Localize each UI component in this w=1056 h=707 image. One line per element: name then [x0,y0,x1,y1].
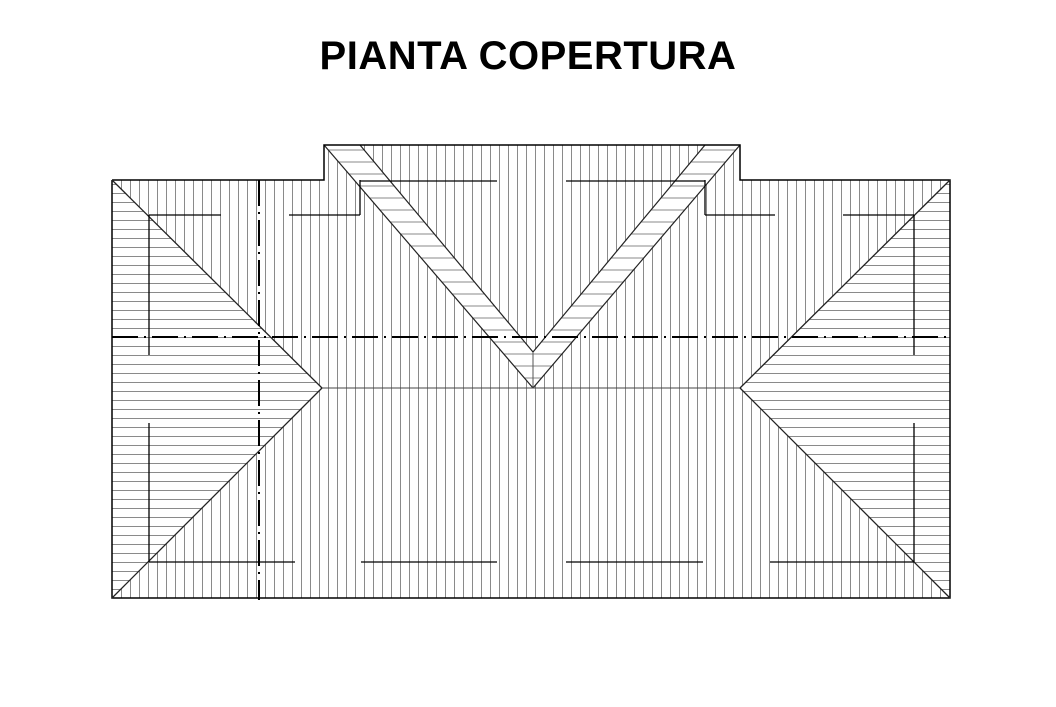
hips-and-ridge [111,179,951,599]
inner-wall-lines [148,180,915,563]
roof-outline [111,144,951,599]
valley-bands [323,144,741,389]
drawing-title: PIANTA COPERTURA [319,34,737,78]
roof-hip-ends [112,180,950,598]
section-axes [112,180,950,600]
